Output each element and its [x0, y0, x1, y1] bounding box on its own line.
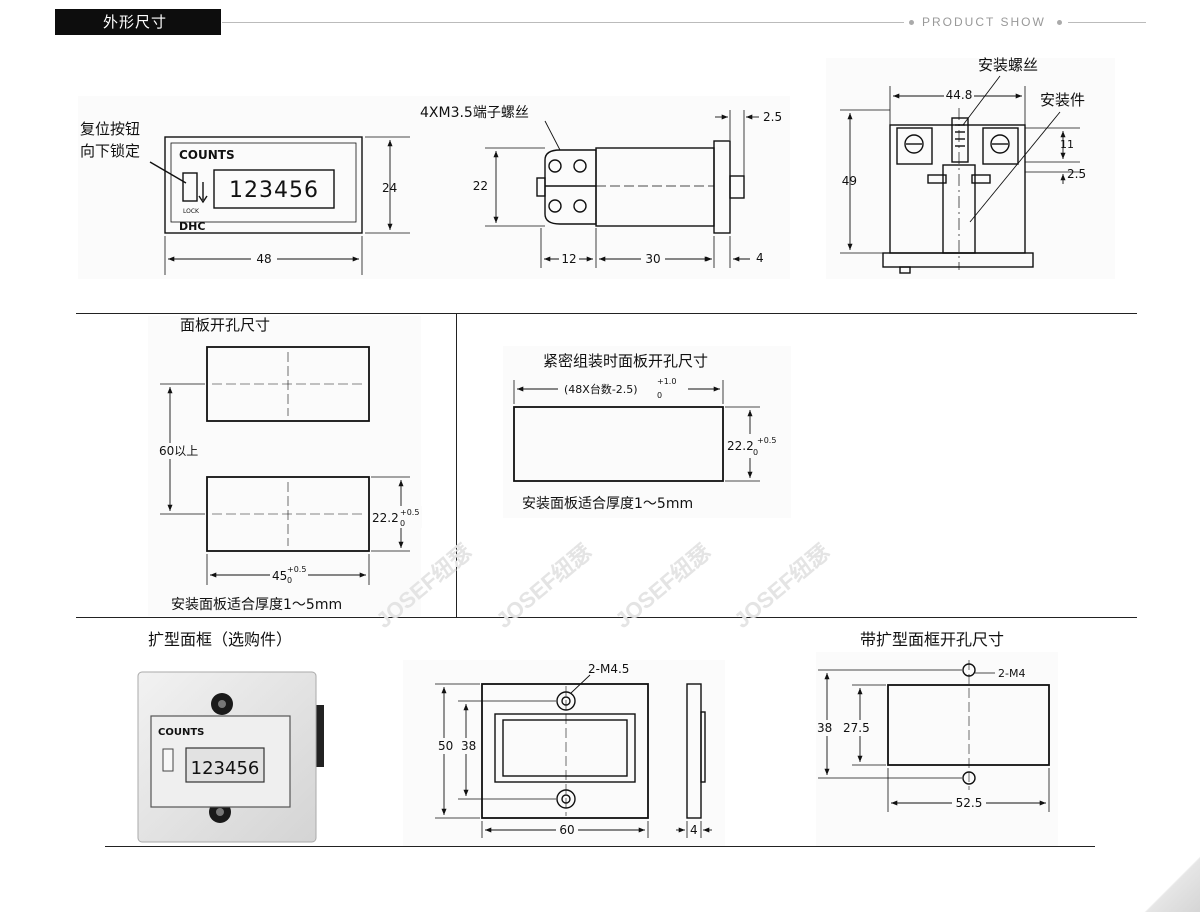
brand-label: DHC [179, 220, 205, 233]
frame-drawing: 2-M4.5 50 38 60 4 [435, 662, 712, 838]
side-view: 4XM3.5端子螺丝 2.5 22 12 [420, 105, 782, 268]
counts-label: COUNTS [179, 148, 235, 162]
cutout-upper [206, 346, 370, 422]
tol-lower: 0 [657, 391, 662, 400]
screw-label: 4XM3.5端子螺丝 [420, 105, 529, 121]
frame-opening-inner [502, 719, 628, 777]
tol-upper: +0.5 [757, 436, 776, 445]
display-digits: 123456 [191, 758, 260, 779]
frame-cutout: 带扩型面框开孔尺寸 2-M4 38 27.5 52.5 [816, 630, 1050, 812]
tight-cutout: 紧密组装时面板开孔尺寸 (48X台数-2.5) +1.0 0 22.2 +0.5… [513, 352, 780, 512]
dim-depth: 4 [690, 823, 698, 837]
lcd-window [185, 747, 265, 783]
dim-a: 12 [561, 252, 576, 266]
top-view: 安装螺丝 安装件 44.8 49 [840, 56, 1086, 274]
counter-body [164, 136, 363, 234]
header-divider-left [222, 22, 904, 23]
counts-label: COUNTS [158, 727, 204, 738]
tight-cutout-rect [513, 406, 724, 482]
dim-width: 48 [256, 252, 271, 266]
divider-middle [76, 617, 1137, 618]
bezel-side [713, 140, 731, 234]
lock-label: LOCK [183, 208, 200, 215]
dim-height: 49 [842, 174, 857, 188]
dim-spacing: 60以上 [159, 444, 198, 458]
dim-top: 2.5 [763, 110, 782, 124]
screw-label: 2-M4 [998, 667, 1025, 680]
divider-upper [76, 313, 1137, 314]
dim-c: 4 [756, 251, 764, 265]
bezel-top [882, 252, 1034, 268]
dim-b: 30 [645, 252, 660, 266]
dim-height: 22.2 [372, 511, 399, 525]
tol-upper: +0.5 [400, 508, 419, 517]
counter-body-side [595, 147, 715, 227]
dim-height: 24 [382, 181, 397, 195]
side-view-panel [412, 96, 790, 279]
reset-note-line1: 复位按钮 [80, 120, 140, 138]
lcd-window [213, 169, 335, 209]
frame-photo-title: 扩型面框（选购件） [148, 630, 292, 649]
section-title: 外形尺寸 [55, 9, 221, 35]
header-dot-left [909, 20, 914, 25]
product-show-label: PRODUCT SHOW [922, 15, 1046, 29]
panel-cutout-title: 面板开孔尺寸 [180, 316, 270, 334]
cutout-lower [206, 476, 370, 552]
front-view-panel [78, 96, 413, 279]
tol-lower: 0 [400, 519, 405, 528]
dim-width: (48X台数-2.5) [564, 382, 638, 396]
screw-label: 2-M4.5 [588, 662, 629, 676]
mount-label: 安装件 [1040, 91, 1085, 109]
tol-lower: 0 [287, 576, 292, 585]
divider-bottom [105, 846, 1095, 847]
screw-label: 安装螺丝 [978, 56, 1038, 74]
thickness-note: 安装面板适合厚度1～5mm [171, 597, 342, 613]
dim-height: 22 [473, 179, 488, 193]
front-view: 复位按钮 向下锁定 COUNTS 123456 LOCK DHC 24 48 [80, 120, 410, 275]
page-curl [1144, 856, 1200, 912]
reset-button [162, 748, 174, 772]
dim-width: 44.8 [946, 88, 973, 102]
dim-outer: 50 [438, 739, 453, 753]
tol-upper: +0.5 [287, 565, 306, 574]
display-digits: 123456 [229, 178, 319, 203]
dim-height: 22.2 [727, 439, 754, 453]
reset-button [182, 172, 198, 202]
dim-width: 52.5 [956, 796, 983, 810]
tol-upper: +1.0 [657, 377, 676, 386]
dim-b: 2.5 [1067, 167, 1086, 181]
frame-side-profile [686, 683, 702, 819]
header-dot-right [1057, 20, 1062, 25]
frame-cutout-rect [887, 684, 1050, 766]
leader-line [149, 161, 187, 184]
dim-width: 45 [272, 569, 287, 583]
frame-outline [481, 683, 649, 819]
reset-note-line2: 向下锁定 [80, 142, 140, 160]
header-divider-right [1068, 22, 1146, 23]
thickness-note: 安装面板适合厚度1～5mm [522, 496, 693, 512]
frame-opening-outer [494, 713, 636, 783]
tol-lower: 0 [753, 448, 758, 457]
dim-outer: 38 [817, 721, 832, 735]
dim-width: 60 [559, 823, 574, 837]
counter-bezel [170, 142, 357, 223]
tight-cutout-panel [503, 346, 791, 518]
frame-cutout-title: 带扩型面框开孔尺寸 [860, 630, 1004, 649]
divider-vertical [456, 313, 457, 618]
tight-cutout-title: 紧密组装时面板开孔尺寸 [543, 352, 708, 370]
panel-cutout: 面板开孔尺寸 60以上 22.2 +0.5 0 45 +0.5 0 安装面板适合… [158, 316, 422, 613]
down-arrow-icon [198, 195, 208, 204]
dim-a: 11 [1060, 138, 1074, 151]
dim-inner: 38 [461, 739, 476, 753]
frame-photo: 扩型面框（选购件） COUNTS 123456 [137, 630, 324, 843]
dim-inner: 27.5 [843, 721, 870, 735]
